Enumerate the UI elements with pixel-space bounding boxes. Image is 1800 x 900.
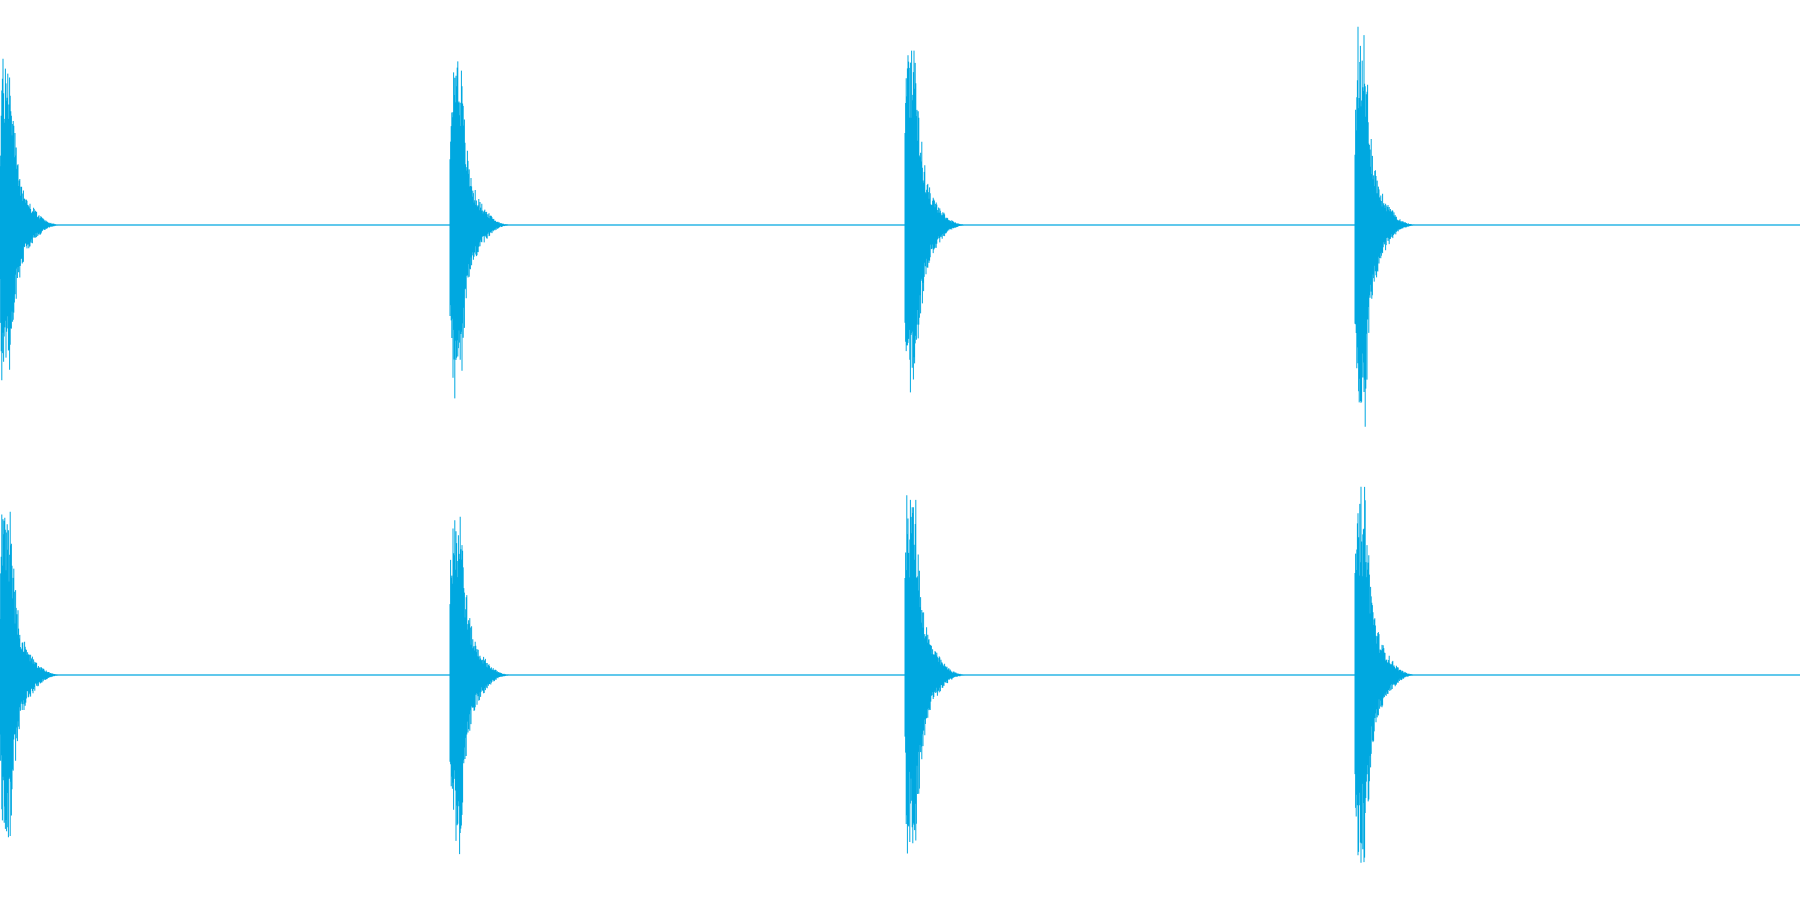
waveform-transient-1 [0, 58, 60, 381]
waveform-transient-2 [449, 61, 510, 399]
waveform-transient-3 [904, 50, 966, 393]
channel-left-svg [0, 26, 1800, 427]
waveform-transient-4 [1354, 486, 1416, 863]
waveform-transient-1 [0, 511, 60, 838]
channel-right-svg [0, 486, 1800, 863]
waveform-transient-3 [904, 495, 965, 854]
waveform-transient-4 [1354, 26, 1415, 427]
channel-right-waveform [0, 450, 1800, 900]
waveform-transient-2 [449, 516, 510, 855]
channel-left-waveform [0, 26, 1800, 427]
